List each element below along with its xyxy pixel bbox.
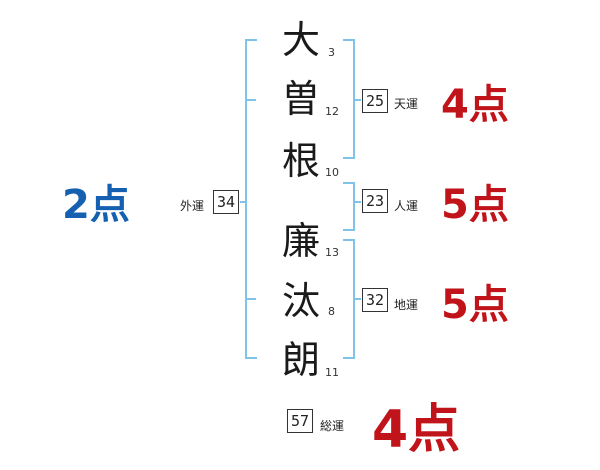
jinun-score: 5点	[441, 182, 509, 228]
name-char: 廉	[281, 219, 320, 263]
tenun-label: 天運	[394, 97, 419, 111]
stroke-count: 12	[325, 105, 339, 118]
gaiun-value-box: 34	[213, 190, 239, 214]
souun-score: 4点	[372, 400, 461, 460]
souun-label: 総運	[320, 419, 345, 433]
tenun-value-box: 25	[362, 89, 388, 113]
jinun-label: 人運	[394, 199, 419, 213]
chiun-label: 地運	[394, 298, 419, 312]
name-char: 汰	[281, 279, 320, 323]
jinun-value-box: 23	[362, 189, 388, 213]
chiun-bracket	[343, 239, 355, 359]
name-char: 朗	[281, 338, 320, 382]
chiun-score: 5点	[441, 282, 509, 328]
gaiun-score: 2点	[62, 182, 130, 228]
stroke-count: 8	[328, 305, 335, 318]
stroke-count: 10	[325, 166, 339, 179]
stroke-count: 11	[325, 366, 339, 379]
chiun-value-box: 32	[362, 288, 388, 312]
name-char: 大	[281, 18, 320, 62]
stroke-count: 3	[328, 46, 335, 59]
tenun-bracket	[343, 39, 355, 159]
stroke-count: 13	[325, 246, 339, 259]
jinun-bracket	[343, 182, 355, 231]
tenun-score: 4点	[441, 82, 509, 128]
gaiun-label: 外運	[180, 199, 205, 213]
gaiun-bracket	[245, 39, 257, 359]
name-char: 根	[281, 139, 320, 183]
souun-value-box: 57	[287, 409, 313, 433]
name-char: 曽	[281, 77, 320, 121]
